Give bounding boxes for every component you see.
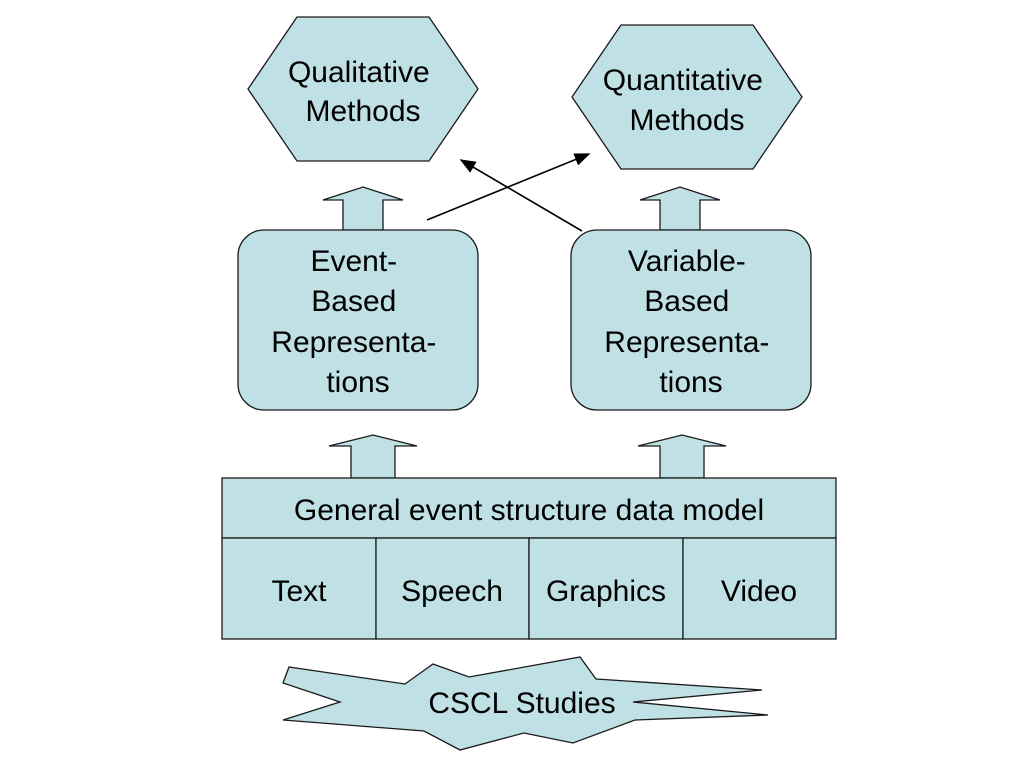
block-arrow-event-to-qualitative [322,186,404,231]
quantitative-methods-label-line: Methods [629,104,744,137]
cscl-studies-starburst [282,656,769,751]
data-model-header-label: General event structure data model [294,494,764,527]
data-cell-graphics-label: Graphics [546,575,666,608]
variable-based-label-line: Representa- [604,326,769,359]
data-model-table: General event structure data model Text … [221,477,837,640]
svg-text:Variable- Based Re: Variable- Based Representa- tions [604,245,777,399]
variable-based-representations-node: Variable- Based Representa- tions [570,229,812,411]
block-arrow-model-to-variable [637,434,727,479]
event-based-representations-node: Event- Based Representa- tions [237,229,479,411]
data-cell-video-label: Video [721,575,797,608]
variable-based-label-line: tions [659,366,722,399]
block-arrow-variable-to-quantitative [639,186,721,231]
variable-to-qualitative-arrow [459,159,583,232]
data-cell-text [221,537,377,640]
data-cell-video [682,537,837,640]
variable-based-label-line: Variable- [628,245,746,278]
event-based-label-line: Based [311,285,396,318]
svg-text:Event- Based Repre: Event- Based Representa- tions [271,245,444,399]
cscl-studies-node: CSCL Studies [282,656,769,751]
quantitative-methods-label-line: Quantitative [603,64,763,97]
qualitative-methods-hexagon [247,16,479,162]
data-cell-graphics [528,537,684,640]
data-cell-speech-label: Speech [401,575,503,608]
variable-based-label-line: Based [644,285,729,318]
data-model-header-cell [221,477,837,539]
quantitative-methods-node: Quantitative Methods [571,24,803,170]
qualitative-methods-label-line: Qualitative [288,56,430,89]
quantitative-methods-hexagon [571,24,803,170]
qualitative-methods-label-line: Methods [305,95,420,128]
variable-based-representations-box [570,229,812,411]
data-cell-text-label: Text [271,575,327,608]
block-arrow-model-to-event [328,434,418,479]
event-based-representations-box [237,229,479,411]
event-based-label-line: tions [326,366,389,399]
event-based-label-line: Representa- [271,326,436,359]
data-cell-speech [375,537,530,640]
svg-text:Qualitative Methods: Qualitative Methods [288,56,438,128]
svg-text:Quantitative Methods: Quantitative Methods [603,64,771,137]
event-based-label-line: Event- [310,245,397,278]
qualitative-methods-node: Qualitative Methods [247,16,479,162]
cscl-studies-label: CSCL Studies [428,687,615,720]
